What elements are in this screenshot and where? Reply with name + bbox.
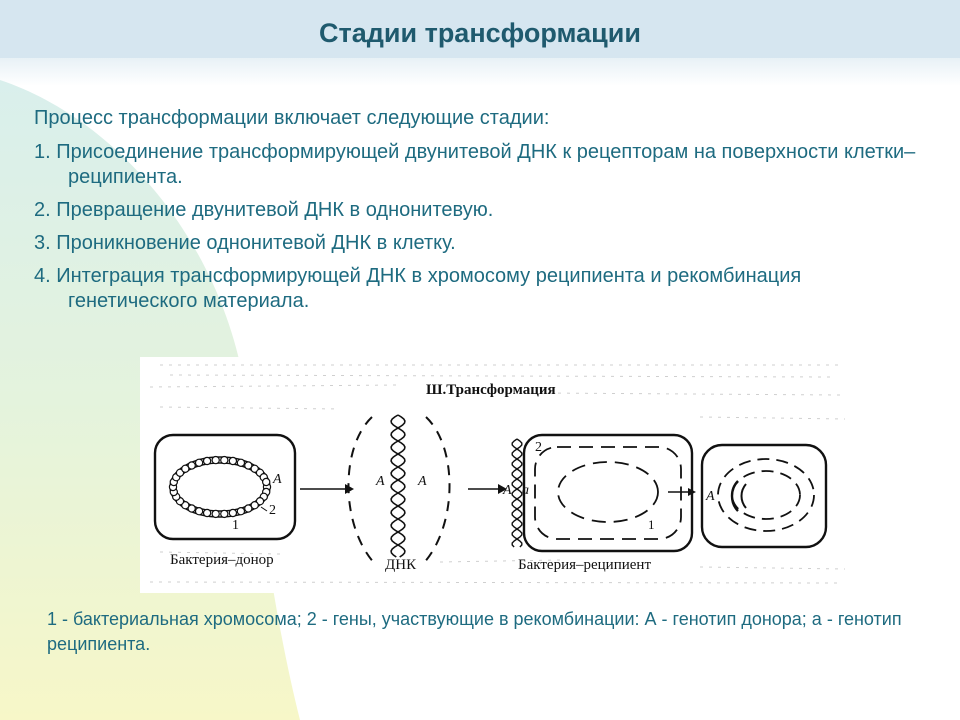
figure-caption: 1 - бактериальная хромосома; 2 - гены, у…: [47, 609, 902, 654]
chromosome-beads: [168, 455, 272, 519]
chromosome-bead: [228, 456, 238, 466]
label-num-2: 2: [535, 440, 542, 455]
label-recipient: Бактерия–реципиент: [518, 557, 651, 573]
chromosome-bead: [211, 509, 220, 519]
intro-text: Процесс трансформации включает следующие…: [34, 107, 550, 129]
chromosome-bead: [220, 509, 229, 519]
chromosome-bead: [244, 504, 253, 513]
label-gene-A: A: [375, 474, 385, 489]
chromosome-bead: [211, 455, 220, 465]
arrow-1: [300, 484, 354, 494]
label-gene-a: a: [522, 483, 529, 498]
chromosome-bead: [236, 506, 246, 516]
label-num-2: 2: [269, 503, 276, 518]
transformation-figure: Ш.Трансформация A 2 1 Бактерия–донор A A: [140, 357, 856, 593]
label-dna: ДНК: [385, 557, 417, 573]
chromosome-bead: [187, 461, 196, 470]
label-gene-A: A: [502, 483, 512, 498]
step-item: 4. Интеграция трансформирующей ДНК в хро…: [34, 265, 802, 312]
chromosome-bead: [244, 461, 253, 470]
chromosome-bead: [202, 456, 212, 466]
label-gene-A: A: [705, 489, 715, 504]
chromosome-bead: [181, 464, 190, 474]
figure-heading: Ш.Трансформация: [426, 382, 556, 398]
chromosome-bead: [202, 508, 212, 518]
chromosome-bead: [194, 458, 204, 468]
page-title: Стадии трансформации: [319, 18, 641, 48]
chromosome-bead: [194, 506, 204, 516]
chromosome-bead: [187, 504, 196, 513]
steps-list: 1. Присоединение трансформирующей двунит…: [34, 140, 934, 322]
label-num-1: 1: [232, 518, 239, 533]
label-gene-A: A: [417, 474, 427, 489]
step-item: 1. Присоединение трансформирующей двунит…: [34, 141, 916, 188]
arrow-2: [468, 484, 507, 494]
scan-noise: [149, 364, 846, 584]
dna-fragment: A A ДНК: [347, 414, 451, 573]
chromosome-bead: [220, 455, 229, 465]
arrow-3: [668, 488, 696, 496]
label-gene-A: A: [272, 472, 282, 487]
transformed-bacterium: A: [700, 443, 828, 549]
donor-bacterium: A 2 1 Бактерия–донор: [153, 433, 297, 568]
chromosome-bead: [228, 508, 238, 518]
title-band: [0, 0, 960, 86]
chromosome-bead: [236, 458, 246, 468]
recipient-bacterium: A a 2 1 Бактерия–реципиент: [502, 433, 694, 573]
label-num-1: 1: [648, 517, 655, 532]
step-item: 2. Превращение двунитевой ДНК в одноните…: [34, 199, 494, 221]
step-item: 3. Проникновение однонитевой ДНК в клетк…: [34, 232, 456, 254]
label-donor: Бактерия–донор: [170, 552, 274, 568]
chromosome-bead: [261, 477, 271, 487]
chromosome-bead: [250, 500, 259, 510]
